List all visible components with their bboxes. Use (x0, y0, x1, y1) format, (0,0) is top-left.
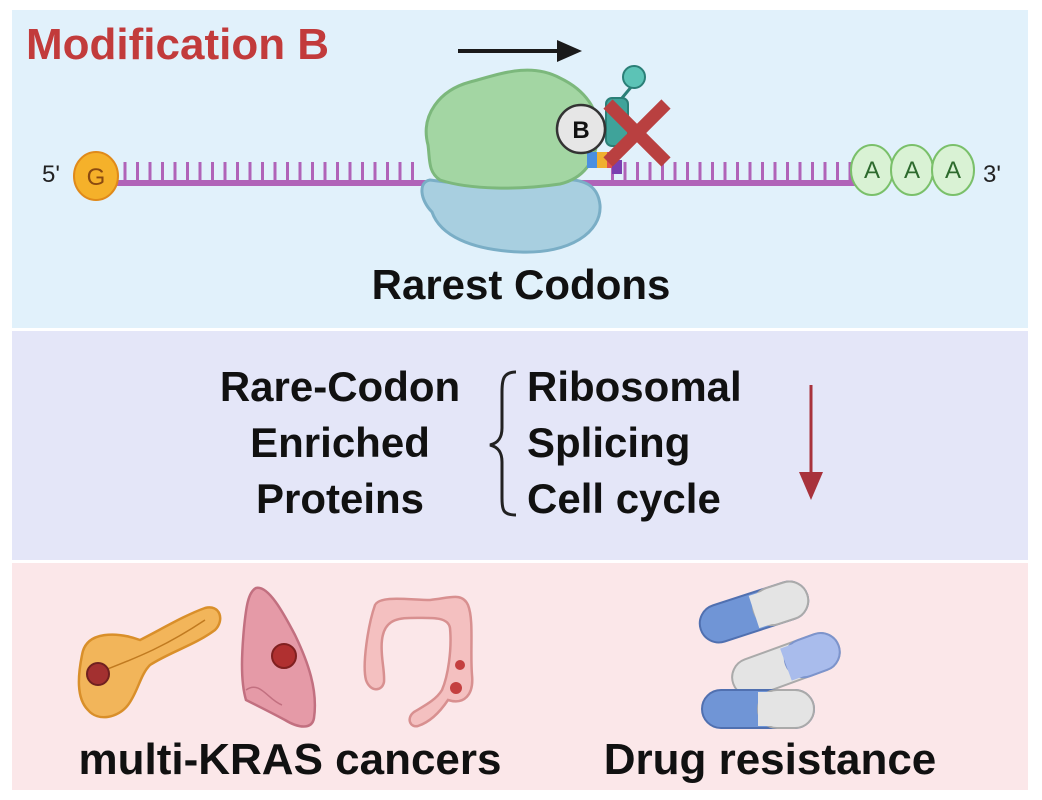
left-term-line: Proteins (255, 475, 425, 522)
svg-text:B: B (572, 117, 589, 144)
left-term-line: Enriched (250, 419, 430, 466)
middle-panel (12, 331, 1028, 560)
poly-a-letter: A (904, 157, 920, 184)
direction-arrow (458, 40, 582, 62)
modification-badge: B (555, 103, 607, 155)
left-term-line: Rare-Codon (219, 363, 461, 410)
kras-cancers-caption: multi-KRAS cancers (78, 735, 502, 784)
translation-diagram: B G A A A (73, 40, 975, 254)
poly-a-letter: A (945, 157, 961, 184)
pathway-cell-cycle: Cell cycle (527, 475, 721, 522)
block-x-icon (603, 99, 671, 167)
rarest-codons-caption: Rarest Codons (371, 261, 671, 308)
ribosome-small-subunit (420, 178, 602, 254)
three-prime-label: 3' (983, 161, 1001, 188)
drug-resistance-caption: Drug resistance (603, 735, 937, 784)
pathway-ribosomal: Ribosomal (527, 363, 742, 410)
svg-text:G: G (87, 164, 106, 191)
poly-a-letter: A (864, 157, 880, 184)
poly-a-tail: A A A (850, 144, 975, 196)
five-prime-cap: G (73, 151, 119, 201)
pathway-splicing: Splicing (527, 419, 691, 466)
five-prime-label: 5' (42, 161, 60, 188)
modification-title: Modification B (26, 20, 330, 69)
